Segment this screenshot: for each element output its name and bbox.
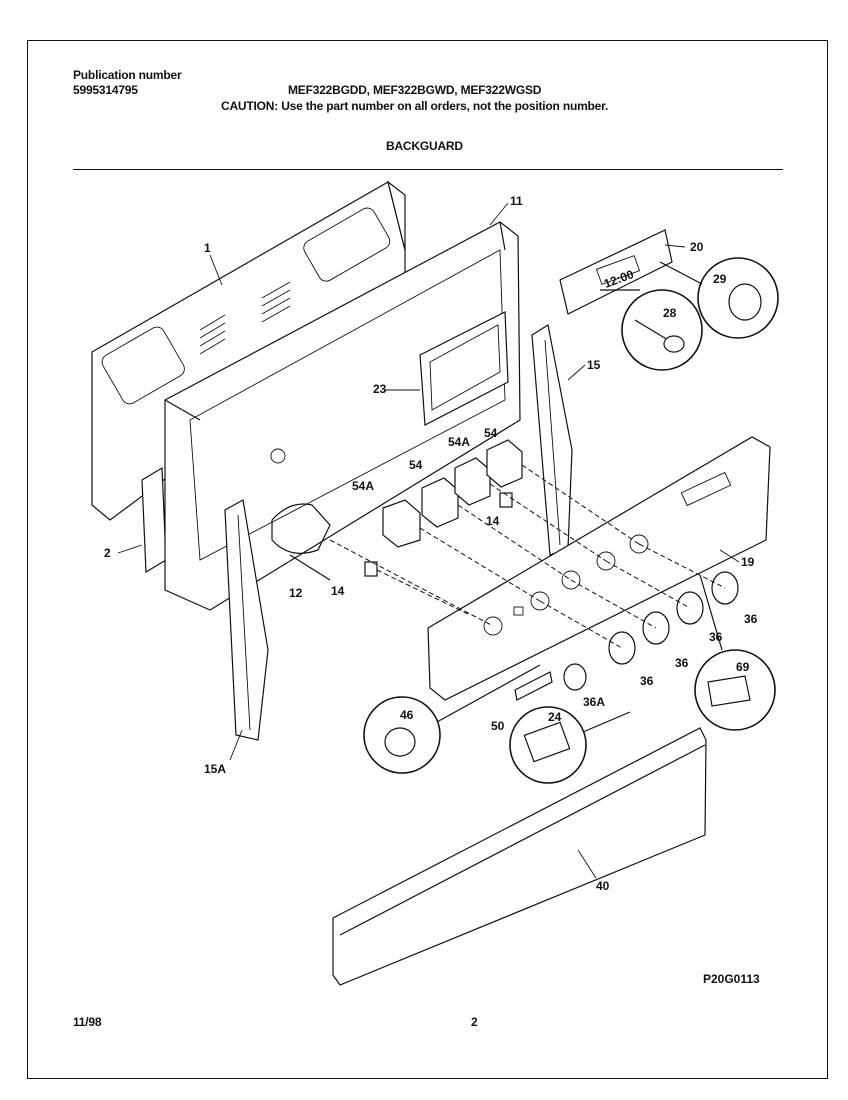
callout-36-a: 36 bbox=[640, 674, 654, 688]
drawing-code: P20G0113 bbox=[703, 972, 760, 986]
callout-15: 15 bbox=[587, 358, 601, 372]
footer-page-number: 2 bbox=[471, 1015, 478, 1029]
detail-circle-28 bbox=[600, 289, 703, 371]
callout-19: 19 bbox=[741, 555, 755, 569]
caution-note: CAUTION: Use the part number on all orde… bbox=[221, 99, 609, 113]
section-title: BACKGUARD bbox=[386, 139, 463, 153]
part-end-rail-right bbox=[531, 324, 573, 556]
callout-54a-right: 54A bbox=[448, 435, 470, 449]
publication-number: 5995314795 bbox=[73, 83, 138, 97]
callout-46: 46 bbox=[400, 708, 414, 722]
callout-labels: 1 2 11 12 14 14 15 15A 19 20 23 24 28 29… bbox=[104, 194, 758, 893]
callout-36a: 36A bbox=[583, 695, 605, 709]
part-thermostat bbox=[271, 503, 331, 581]
callout-36-b: 36 bbox=[675, 656, 689, 670]
callout-20: 20 bbox=[690, 240, 704, 254]
callout-54a-left: 54A bbox=[352, 479, 374, 493]
part-bracket-23 bbox=[419, 311, 509, 426]
callout-24: 24 bbox=[548, 710, 562, 724]
part-backguard-frame bbox=[164, 221, 521, 611]
part-side-bracket bbox=[141, 466, 167, 574]
callout-28: 28 bbox=[663, 306, 677, 320]
part-bottom-trim bbox=[332, 727, 707, 986]
footer-date: 11/98 bbox=[73, 1015, 102, 1029]
callout-29: 29 bbox=[713, 272, 727, 286]
callout-40: 40 bbox=[596, 879, 610, 893]
part-clock-bracket: 12:00 bbox=[559, 229, 673, 315]
detail-circle-29 bbox=[659, 257, 779, 339]
part-switches-14 bbox=[364, 492, 513, 577]
callout-12: 12 bbox=[289, 586, 303, 600]
leader-lines bbox=[117, 202, 740, 879]
callout-1: 1 bbox=[204, 241, 211, 255]
callout-11: 11 bbox=[510, 194, 523, 208]
callout-36-d: 36 bbox=[744, 612, 758, 626]
callout-50: 50 bbox=[491, 719, 505, 733]
callout-14-right: 14 bbox=[486, 514, 500, 528]
page-border bbox=[27, 40, 828, 1079]
part-end-rail-left bbox=[224, 499, 269, 741]
callout-69: 69 bbox=[736, 660, 750, 674]
detail-circle-69 bbox=[694, 574, 776, 731]
callout-23: 23 bbox=[373, 382, 387, 396]
detail-circle-24 bbox=[509, 706, 631, 784]
publication-label: Publication number bbox=[73, 68, 182, 82]
model-numbers: MEF322BGDD, MEF322BGWD, MEF322WGSD bbox=[288, 83, 542, 97]
part-lens-50 bbox=[514, 671, 553, 701]
callout-54-left: 54 bbox=[409, 458, 423, 472]
callout-14-left: 14 bbox=[331, 584, 345, 598]
callout-36-c: 36 bbox=[709, 630, 723, 644]
detail-circle-46 bbox=[363, 664, 541, 774]
part-switches-54 bbox=[382, 439, 523, 548]
callout-15a: 15A bbox=[204, 762, 226, 776]
assembly-lines bbox=[329, 464, 726, 649]
callout-54-right: 54 bbox=[484, 426, 498, 440]
part-control-panel bbox=[427, 436, 771, 701]
header-rule bbox=[73, 169, 783, 170]
callout-2: 2 bbox=[104, 546, 111, 560]
